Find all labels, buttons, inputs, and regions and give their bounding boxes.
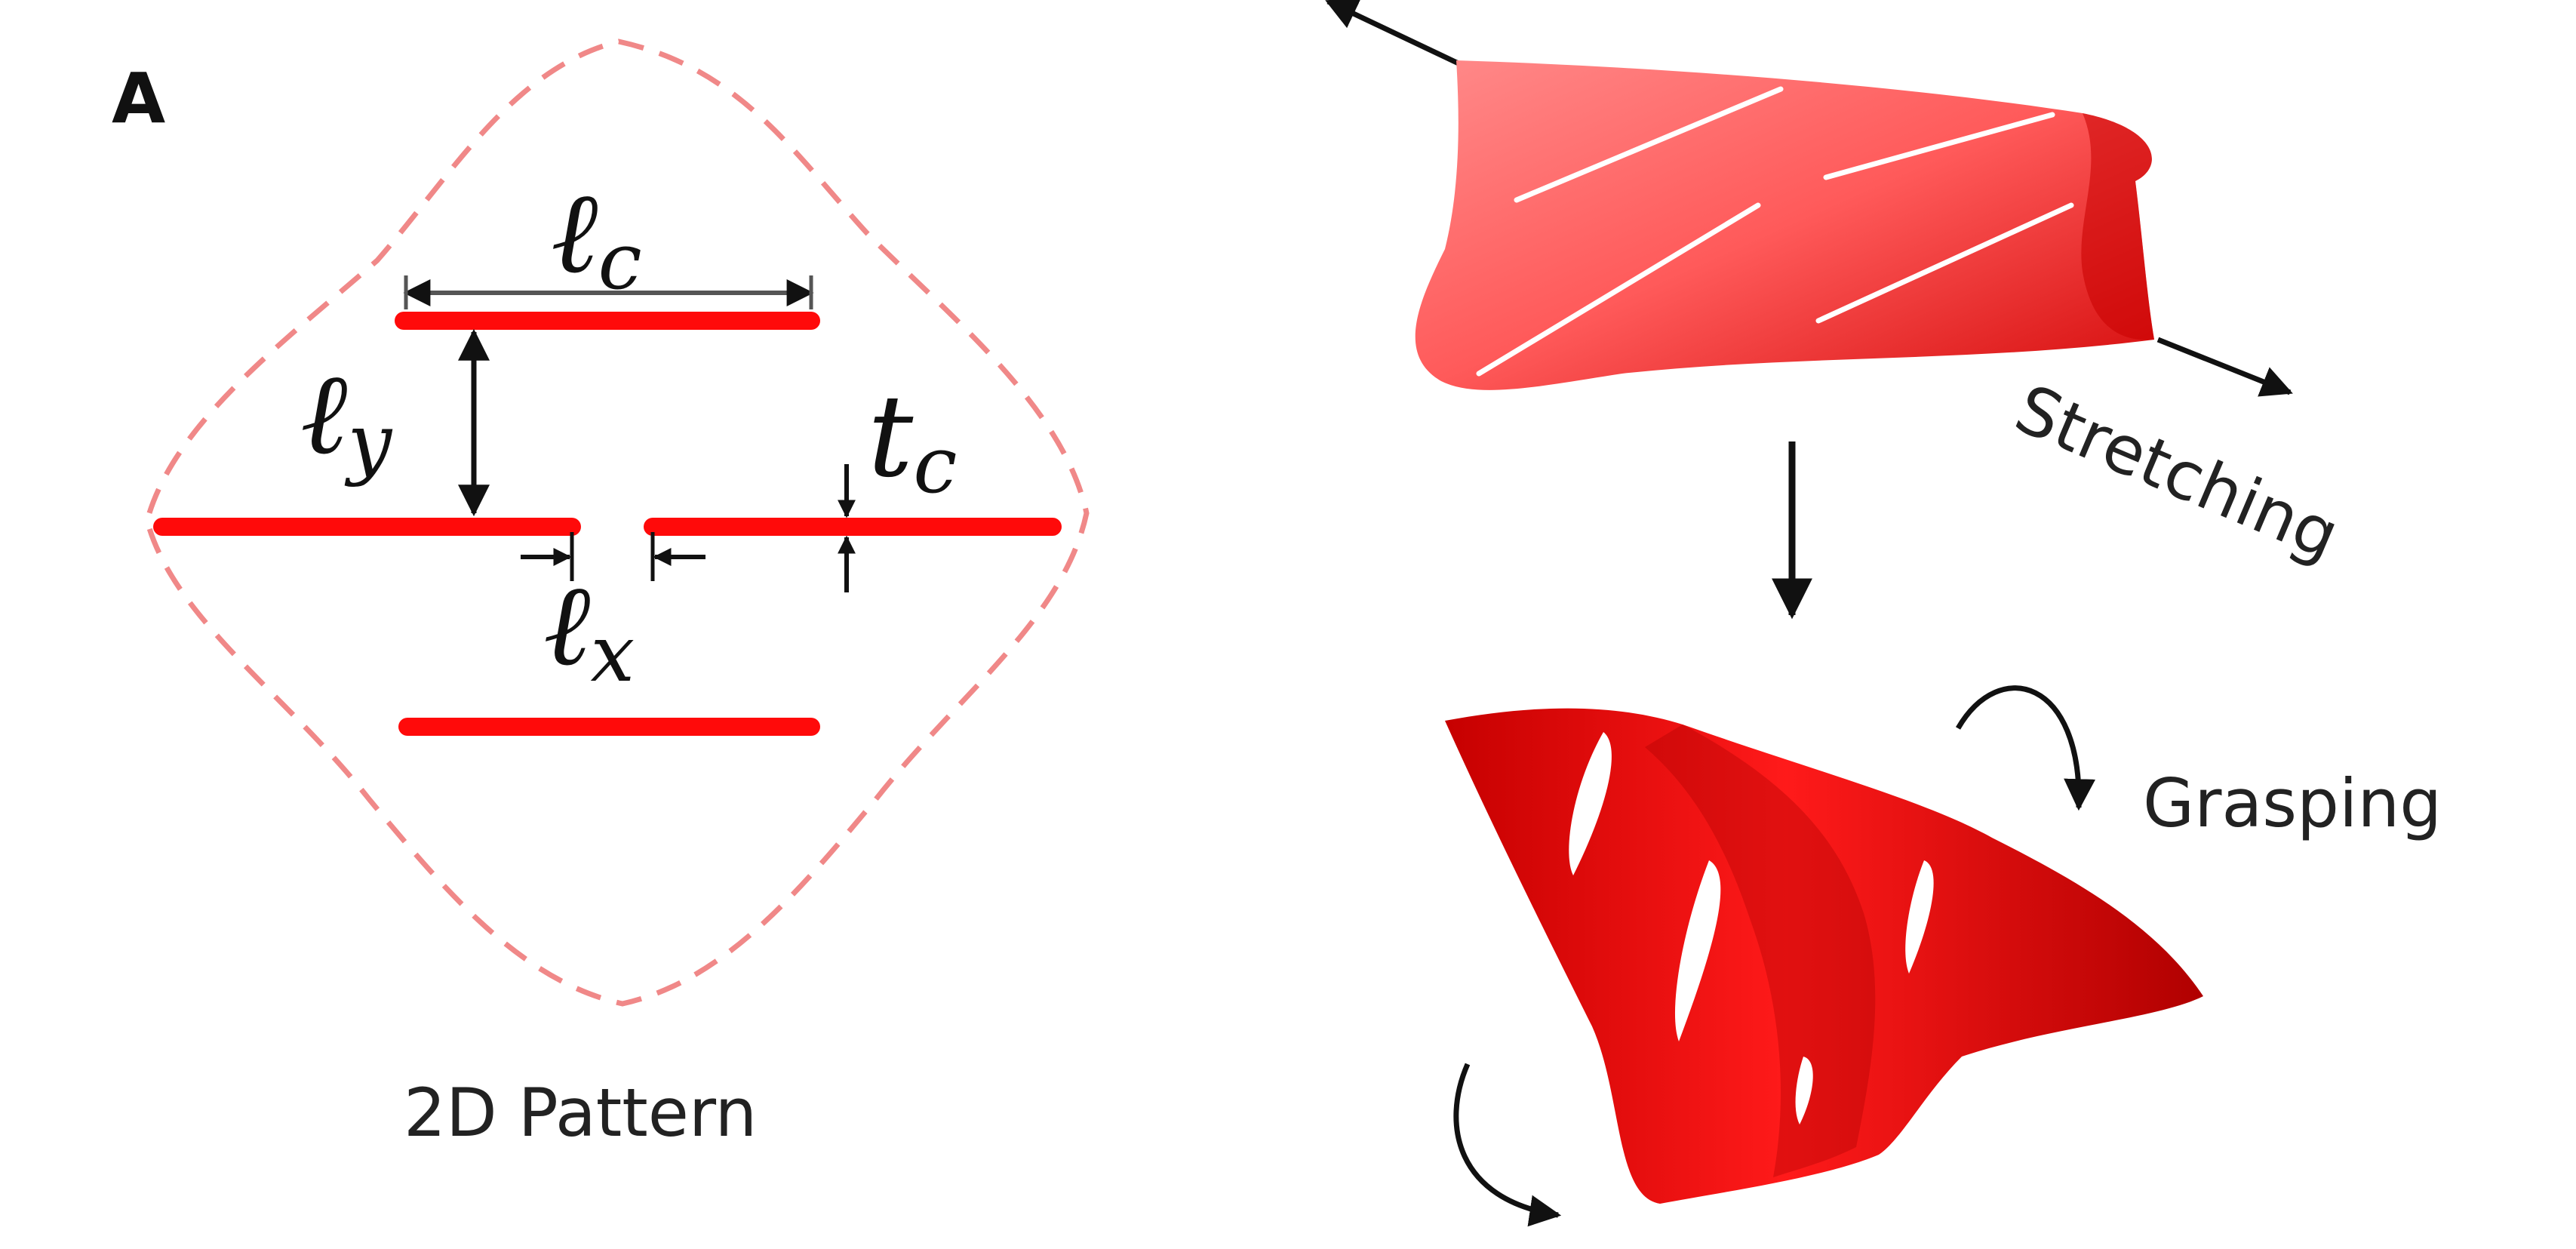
gripper-hole-1 [1569,732,1612,875]
sheet-slit-4 [1815,202,2074,324]
panel-label: A [112,58,165,139]
grasp-arrow-bottom [1453,1063,1562,1227]
label-lc: ℓc [551,168,642,307]
sheet-surface [1415,60,2154,390]
gripper-hole-2 [1674,860,1721,1041]
stretched-sheet: Stretching [1325,0,2350,575]
gripper-body [1445,708,2203,1204]
grasping-gripper: Grasping [1445,685,2442,1227]
pattern-unit-cell: ℓc ℓy ℓx tc 2D Pattern [144,38,1090,1152]
label-ly: ℓy [300,349,392,488]
sheet-slit-3 [1476,202,1761,377]
sheet-fold-shade [2081,113,2154,340]
unit-cell-outline [144,38,1090,1007]
label-tc: tc [868,371,958,511]
gripper-band-shade [1645,724,1876,1177]
label-lx: ℓx [543,560,635,700]
stretch-arrow-left [1325,0,1462,67]
grasping-label: Grasping [2143,764,2442,842]
sheet-slit-1 [1514,86,1784,203]
sheet-slit-2 [1823,112,2055,180]
pattern-caption: 2D Pattern [404,1074,757,1152]
stretch-arrow-right [2156,337,2293,397]
stretching-label: Stretching [2005,370,2350,575]
gripper-hole-3 [1905,860,1934,974]
grasp-arrow-top [1955,685,2096,811]
gripper-hole-4 [1795,1057,1813,1124]
